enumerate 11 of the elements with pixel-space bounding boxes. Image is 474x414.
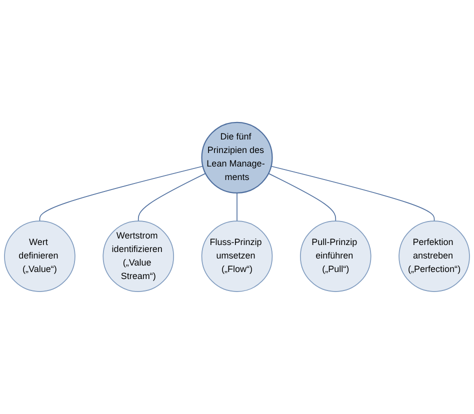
connector xyxy=(268,173,336,222)
connector xyxy=(236,192,238,222)
connector xyxy=(39,166,204,222)
node-circle: Wertstrom identifizieren („Value Stream“) xyxy=(102,220,174,292)
node-circle: Pull-Prinzip einführen („Pull“) xyxy=(300,220,372,292)
node-circle: Fluss-Prinzip umsetzen („Flow“) xyxy=(201,220,273,292)
node-circle: Perfektion anstreben („Perfection“) xyxy=(398,220,470,292)
connector xyxy=(138,173,206,222)
node-circle: Wert definieren („Value“) xyxy=(4,220,76,292)
connector xyxy=(270,166,435,222)
node-circle: Die fünf Prinzipien des Lean Manage- ments xyxy=(201,122,273,194)
